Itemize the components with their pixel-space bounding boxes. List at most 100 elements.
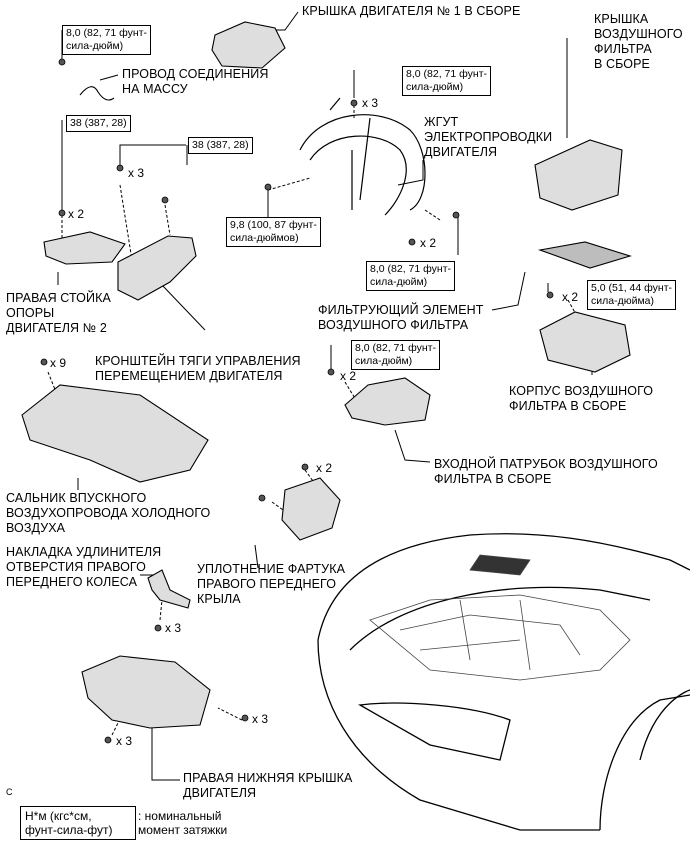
- mount-stay-shape: [43, 231, 126, 265]
- count-inlet: x 2: [340, 369, 357, 383]
- label-line: ПЕРЕДНЕГО КОЛЕСА: [6, 575, 138, 589]
- count-ext: x 3: [165, 621, 182, 635]
- count-harness-top: x 3: [362, 96, 379, 110]
- label-lower-cover: ПРАВАЯ НИЖНЯЯ КРЫШКА ДВИГАТЕЛЯ: [183, 771, 352, 801]
- label-line: ОТВЕРСТИЯ ПРАВОГО: [6, 560, 146, 574]
- label-air-cleaner-cap: КРЫШКА ВОЗДУШНОГО ФИЛЬТРА В СБОРЕ: [594, 12, 683, 72]
- label-line: ДВИГАТЕЛЯ: [424, 145, 498, 159]
- label-line: КОРПУС ВОЗДУШНОГО: [509, 384, 654, 398]
- count-harness-bottom: x 2: [420, 236, 437, 250]
- label-line: КРОНШТЕЙН ТЯГИ УПРАВЛЕНИЯ: [95, 354, 301, 368]
- count-left-bolt: x 2: [68, 207, 85, 221]
- leader-bracket: [161, 284, 206, 331]
- figure-id: C: [6, 787, 13, 797]
- torque-ground-wire: 8,0 (82, 71 фунт- сила-дюйм): [62, 25, 151, 55]
- inlet-pipe-shape: [344, 377, 431, 426]
- case-shape: [539, 311, 631, 373]
- torque-line: сила-дюйм): [406, 81, 464, 93]
- count-seal: x 9: [50, 356, 67, 370]
- count-case: x 2: [562, 290, 579, 304]
- torque-line: сила-дюйма): [591, 295, 654, 307]
- label-cold-air-seal: САЛЬНИК ВПУСКНОГО ВОЗДУХОПРОВОДА ХОЛОДНО…: [6, 491, 210, 536]
- lower-cover-shape: [81, 655, 211, 729]
- cold-air-seal-shape: [21, 384, 209, 483]
- label-line: НАКЛАДКА УДЛИНИТЕЛЯ: [6, 545, 162, 559]
- torque-harness-bottom: 8,0 (82, 71 фунт- сила-дюйм): [366, 261, 455, 291]
- label-inlet-pipe: ВХОДНОЙ ПАТРУБОК ВОЗДУШНОГО ФИЛЬТРА В СБ…: [434, 457, 658, 487]
- label-line: ВХОДНОЙ ПАТРУБОК ВОЗДУШНОГО: [434, 457, 658, 471]
- label-line: САЛЬНИК ВПУСКНОГО: [6, 491, 147, 505]
- label-line: ДВИГАТЕЛЯ № 2: [6, 321, 107, 335]
- label-line: ЖГУТ: [424, 115, 459, 129]
- legend-line: : номинальный: [138, 809, 222, 823]
- harness-shape: [299, 97, 426, 216]
- torque-line: 38 (387, 28): [192, 139, 249, 151]
- label-engine-harness: ЖГУТ ЭЛЕКТРОПРОВОДКИ ДВИГАТЕЛЯ: [424, 115, 552, 160]
- wheel-ext-shape: [147, 569, 191, 609]
- label-line: ВОЗДУХОПРОВОДА ХОЛОДНОГО: [6, 506, 211, 520]
- label-line: КРЫЛА: [197, 592, 241, 606]
- label-line: ВОЗДУХА: [6, 521, 66, 535]
- torque-left-38: 38 (387, 28): [66, 115, 131, 132]
- label-fender-apron-seal: УПЛОТНЕНИЕ ФАРТУКА ПРАВОГО ПЕРЕДНЕГО КРЫ…: [197, 562, 345, 607]
- engine-cover-shape: [211, 21, 286, 69]
- label-line: ПЕРЕМЕЩЕНИЕМ ДВИГАТЕЛЯ: [95, 369, 283, 383]
- legend-unit-box: Н*м (кгс*см, фунт-сила-фут): [20, 806, 136, 840]
- label-line: ЭЛЕКТРОПРОВОДКИ: [424, 130, 553, 144]
- count-bracket: x 3: [128, 166, 145, 180]
- label-line: ДВИГАТЕЛЯ: [183, 786, 257, 800]
- label-control-rod-bracket: КРОНШТЕЙН ТЯГИ УПРАВЛЕНИЯ ПЕРЕМЕЩЕНИЕМ Д…: [95, 354, 301, 384]
- engine-bay: [369, 554, 631, 681]
- label-line: УПЛОТНЕНИЕ ФАРТУКА: [197, 562, 346, 576]
- torque-line: 9,8 (100, 87 фунт-: [230, 219, 317, 231]
- legend-line: Н*м (кгс*см,: [25, 809, 92, 823]
- label-mount-stay: ПРАВАЯ СТОЙКА ОПОРЫ ДВИГАТЕЛЯ № 2: [6, 291, 111, 336]
- apron-seal-shape: [281, 477, 341, 541]
- label-wheel-opening-ext: НАКЛАДКА УДЛИНИТЕЛЯ ОТВЕРСТИЯ ПРАВОГО ПЕ…: [6, 545, 161, 590]
- filter-element-shape: [537, 241, 632, 269]
- torque-line: 38 (387, 28): [70, 117, 127, 129]
- torque-inlet: 8,0 (82, 71 фунт- сила-дюйм): [351, 340, 440, 370]
- label-line: ВОЗДУШНОГО: [594, 27, 683, 41]
- label-line: КРЫШКА: [594, 12, 649, 26]
- label-filter-element: ФИЛЬТРУЮЩИЙ ЭЛЕМЕНТ ВОЗДУШНОГО ФИЛЬТРА: [318, 303, 484, 333]
- torque-line: сила-дюйм): [370, 276, 428, 288]
- leader-ground-wire: [99, 74, 119, 81]
- leader-inlet: [394, 429, 431, 463]
- torque-right-38: 38 (387, 28): [188, 137, 253, 154]
- torque-line: сила-дюйм): [66, 40, 124, 52]
- count-cover-left: x 3: [116, 734, 133, 748]
- label-line: ФИЛЬТРУЮЩИЙ ЭЛЕМЕНТ: [318, 303, 484, 317]
- label-line: ПРАВОГО ПЕРЕДНЕГО: [197, 577, 337, 591]
- air-cap-shape: [534, 139, 623, 211]
- label-line: ФИЛЬТРА В СБОРЕ: [509, 399, 627, 413]
- vehicle-outline: [317, 533, 690, 831]
- label-air-cleaner-case: КОРПУС ВОЗДУШНОГО ФИЛЬТРА В СБОРЕ: [509, 384, 653, 414]
- label-line: ОПОРЫ: [6, 306, 55, 320]
- torque-line: 8,0 (82, 71 фунт-: [66, 27, 147, 39]
- count-cover-right: x 3: [252, 712, 269, 726]
- leader-harness: [397, 160, 424, 186]
- label-line: ФИЛЬТРА: [594, 42, 652, 56]
- ground-wire-shape: [79, 86, 115, 101]
- label-line: ПРАВАЯ СТОЙКА: [6, 291, 111, 305]
- leader-apron: [254, 544, 259, 569]
- legend-line: фунт-сила-фут): [25, 823, 113, 837]
- legend-description: : номинальный момент затяжки: [138, 809, 227, 837]
- leader-cover: [151, 728, 180, 781]
- torque-harness-mid: 9,8 (100, 87 фунт- сила-дюймов): [226, 217, 321, 247]
- torque-line: 8,0 (82, 71 фунт-: [355, 342, 436, 354]
- torque-harness-top: 8,0 (82, 71 фунт- сила-дюйм): [402, 66, 491, 96]
- torque-line: сила-дюйм): [355, 355, 413, 367]
- label-ground-wire: ПРОВОД СОЕДИНЕНИЯ НА МАССУ: [122, 67, 268, 97]
- leader-filter: [491, 271, 526, 311]
- label-line: ВОЗДУШНОГО ФИЛЬТРА: [318, 318, 469, 332]
- label-line: ПРАВАЯ НИЖНЯЯ КРЫШКА: [183, 771, 353, 785]
- torque-line: 8,0 (82, 71 фунт-: [406, 68, 487, 80]
- label-line: ФИЛЬТРА В СБОРЕ: [434, 472, 552, 486]
- count-apron: x 2: [316, 461, 333, 475]
- label-line: НА МАССУ: [122, 82, 188, 96]
- torque-line: 5,0 (51, 44 фунт-: [591, 282, 672, 294]
- legend-line: момент затяжки: [138, 823, 228, 837]
